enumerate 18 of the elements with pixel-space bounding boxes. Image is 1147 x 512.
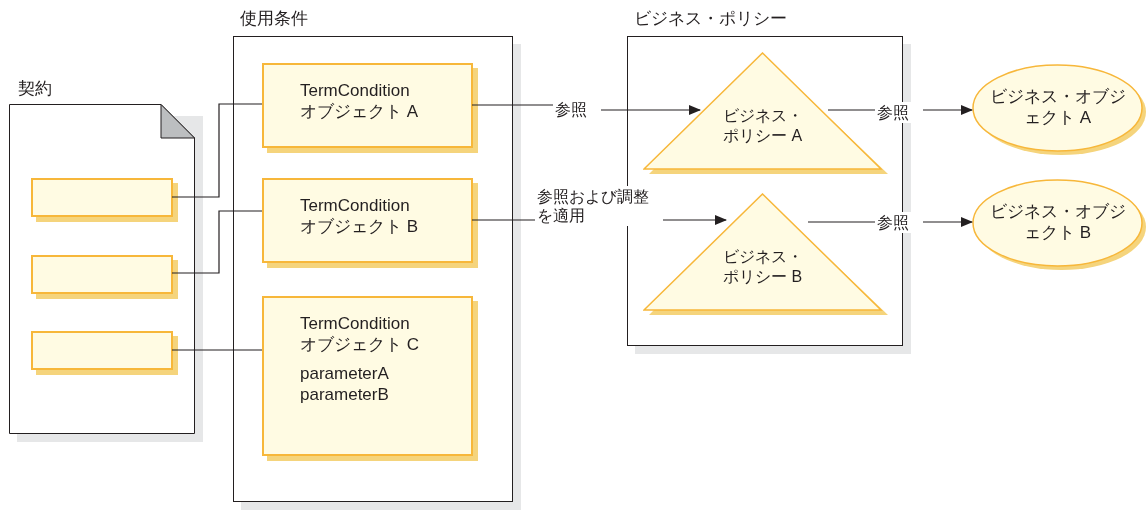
connector-line (171, 210, 263, 274)
object-name: ビジネス・オブジェクト A (988, 86, 1127, 128)
edge-label: 参照 (553, 99, 601, 120)
object-name: TermCondition オブジェクト B (300, 195, 420, 237)
policy-name: ビジネス・ポリシー B (721, 247, 804, 287)
parameter-list: parameterA parameterB (300, 363, 425, 405)
title: ビジネス・ポリシー (634, 8, 787, 29)
title: 使用条件 (240, 8, 308, 29)
object-name: TermCondition オブジェクト C (300, 313, 420, 355)
title: 契約 (18, 78, 52, 99)
connector-line (171, 349, 263, 351)
edge-label: 参照 (875, 212, 923, 233)
object-name: ビジネス・オブジェクト B (988, 201, 1127, 243)
object-name: TermCondition オブジェクト A (300, 80, 420, 122)
policy-name: ビジネス・ポリシー A (721, 106, 804, 146)
connector-line (171, 103, 263, 198)
edge-label: 参照 (875, 102, 923, 123)
edge-label: 参照および調整を適用 (535, 186, 663, 226)
